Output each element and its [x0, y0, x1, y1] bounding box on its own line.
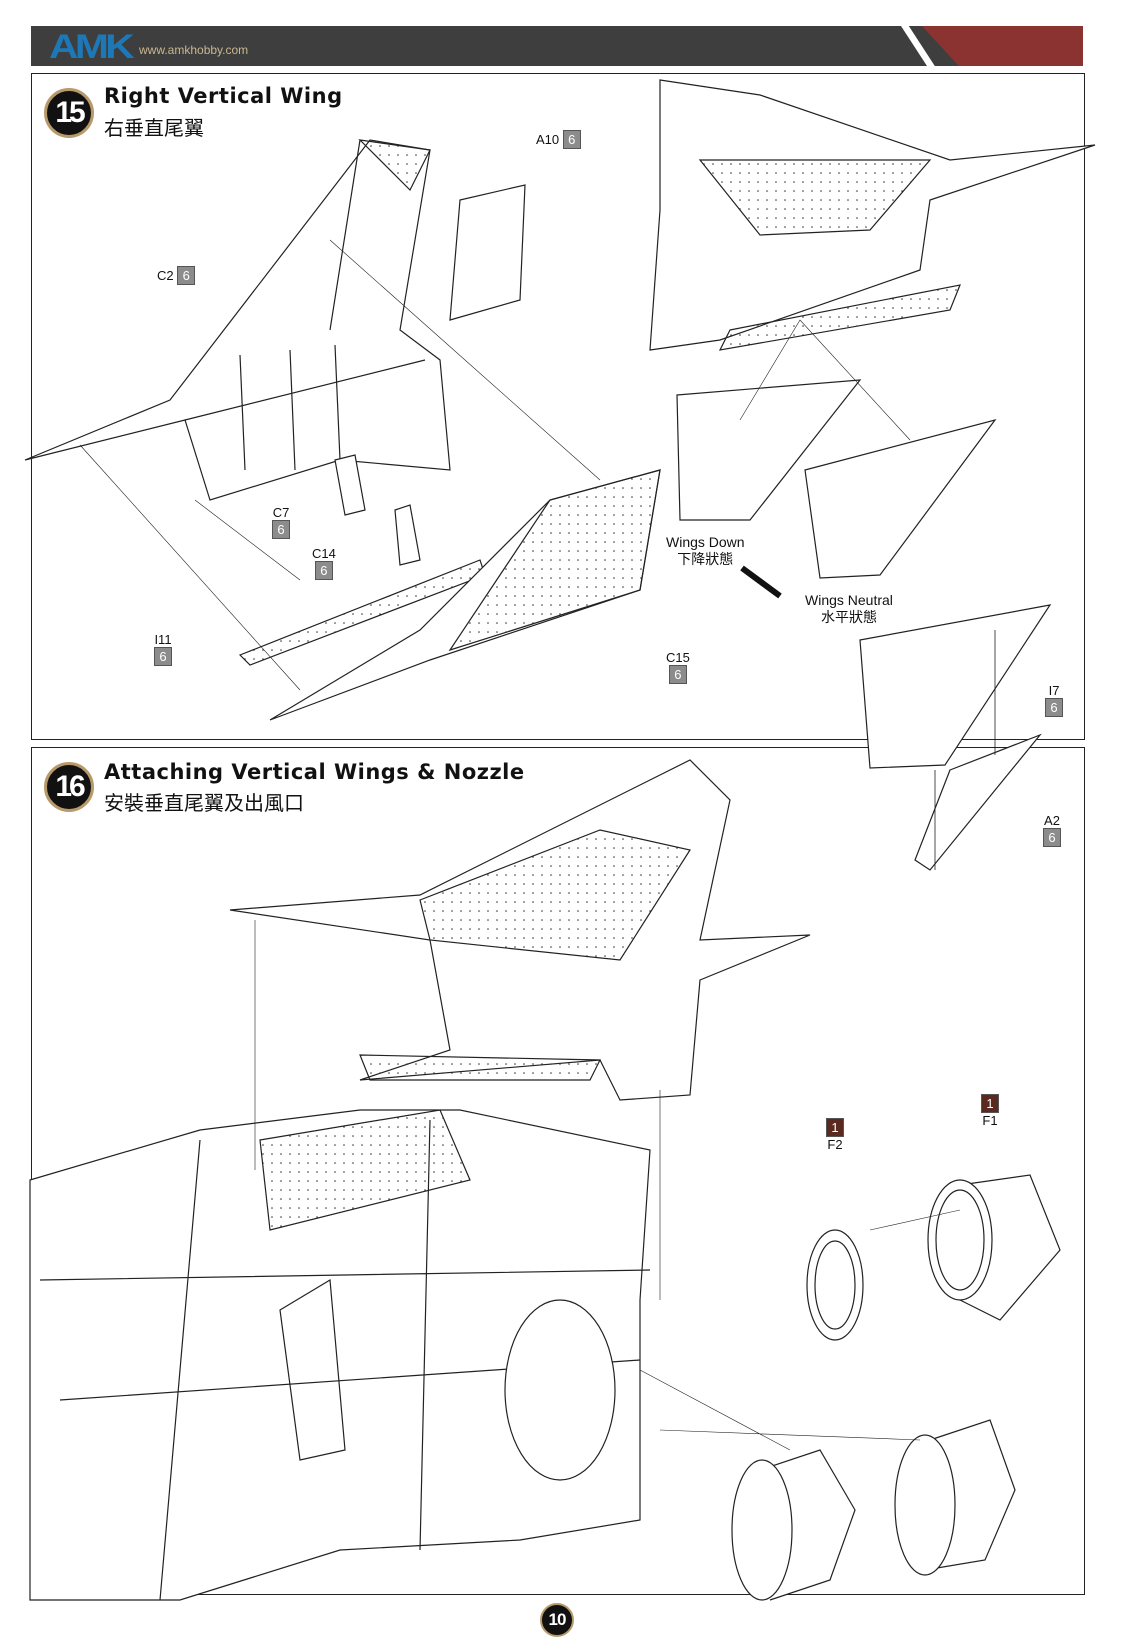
part-c15: [269, 469, 661, 721]
step-subtitle: 安裝垂直尾翼及出風口: [104, 793, 304, 815]
step-15-panel: [31, 73, 1085, 740]
nozzle-assembly-right: [894, 1419, 1016, 1576]
step-title: Attaching Vertical Wings & Nozzle: [104, 760, 525, 784]
nozzle-f2: [806, 1229, 864, 1341]
part-label-c2: C2 6: [157, 266, 196, 285]
part-a2: [914, 630, 1042, 871]
fuselage-rear: [29, 1109, 651, 1601]
part-label-a10: A10 6: [536, 130, 581, 149]
nozzle-f1: [927, 1174, 1061, 1321]
step-16-panel: [31, 747, 1085, 1595]
wing-neutral-flap: [804, 418, 997, 579]
amk-logo: AMK: [49, 28, 135, 66]
right-vertical-wing-assembly: [229, 759, 811, 1101]
website-url: www.amkhobby.com: [139, 43, 249, 57]
step-subtitle: 右垂直尾翼: [104, 118, 204, 140]
part-c14: [394, 504, 421, 566]
wings-toggle-arrow: [740, 565, 782, 599]
part-c7: [334, 454, 366, 516]
wing-down-flap: [676, 379, 862, 521]
step-number-badge: 16: [44, 762, 94, 812]
step-number-badge: 15: [44, 88, 94, 138]
page-number: 10: [540, 1603, 574, 1637]
page-header: AMK www.amkhobby.com: [31, 26, 1083, 66]
assembled-wing-view: [649, 79, 1096, 351]
vertical-wing-frame: [24, 139, 451, 501]
part-i7: [859, 604, 1052, 769]
step-title: Right Vertical Wing: [104, 84, 343, 108]
nozzle-assembly-left: [731, 1449, 856, 1601]
part-a10: [449, 184, 526, 321]
